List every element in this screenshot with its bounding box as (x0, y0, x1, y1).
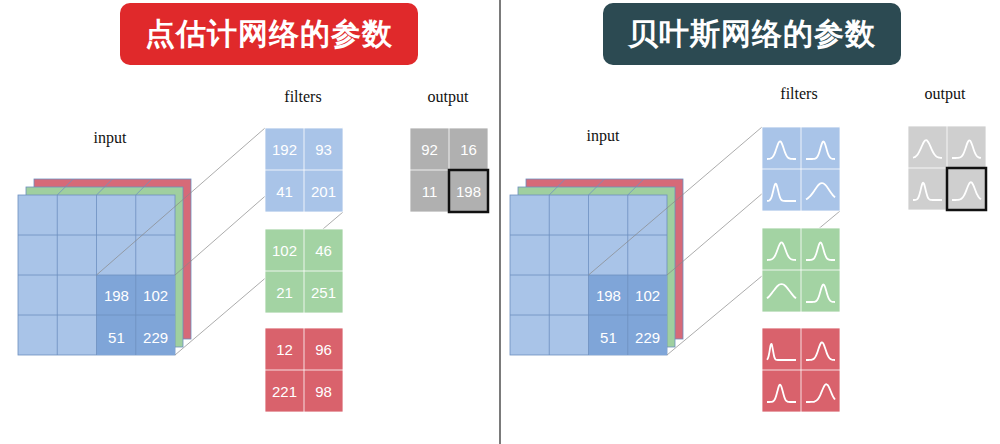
grid-line (762, 370, 840, 371)
leader-line (589, 127, 763, 275)
filter-grid (265, 229, 343, 313)
distribution-curve (767, 284, 796, 298)
title-banner: 贝叶斯网络的参数 (603, 3, 901, 65)
input-value: 51 (108, 330, 125, 345)
filter-grid (762, 228, 840, 312)
distribution-curve (952, 182, 981, 200)
distribution-curve (952, 140, 981, 158)
output-value: 92 (421, 142, 438, 157)
weight-value: 96 (315, 342, 332, 357)
grid-line (265, 370, 343, 371)
leader-line (97, 128, 266, 275)
weight-value: 93 (315, 142, 332, 157)
leader-line (175, 128, 343, 275)
grid-line (97, 179, 113, 195)
grid-line (762, 169, 840, 170)
filter-grid (762, 127, 840, 211)
output-value: 198 (456, 184, 481, 199)
panel-label: input (587, 128, 620, 144)
weight-value: 41 (276, 184, 293, 199)
panel-label: output (925, 86, 966, 102)
filter-grid (265, 328, 343, 412)
distribution-curve (806, 285, 835, 302)
grid-line (589, 179, 605, 195)
banner-title: 点估计网络的参数 (145, 14, 393, 55)
distribution-curve (767, 184, 796, 201)
input-value: 229 (143, 330, 168, 345)
output-value: 11 (422, 184, 438, 199)
divider-line (499, 0, 500, 444)
output-highlight (449, 170, 488, 212)
weight-value: 251 (311, 285, 336, 300)
grid-line (136, 179, 152, 195)
panel-label: filters (780, 86, 817, 102)
distribution-curve (767, 141, 796, 159)
weight-value: 221 (272, 384, 297, 399)
grid-line (57, 179, 73, 195)
output-value: 16 (460, 142, 477, 157)
distribution-curve (806, 384, 835, 402)
grid-line (510, 315, 667, 316)
input-value: 51 (600, 330, 617, 345)
output-grid (410, 128, 488, 212)
grid-line (762, 270, 840, 271)
weight-value: 201 (311, 184, 336, 199)
grid-line (627, 195, 628, 355)
grid-line (628, 179, 644, 195)
distribution-curve (806, 242, 835, 260)
banner-title: 贝叶斯网络的参数 (628, 14, 876, 55)
weight-value: 46 (315, 243, 332, 258)
input-value: 198 (104, 288, 129, 303)
output-grid (908, 126, 986, 210)
distribution-curve (913, 183, 942, 200)
input-value: 102 (143, 288, 168, 303)
panel-label: input (94, 130, 127, 146)
grid-line (265, 170, 343, 171)
output-highlight (947, 168, 986, 210)
distribution-curve (806, 342, 835, 360)
distribution-curve (767, 242, 796, 260)
grid-line (135, 195, 136, 355)
weight-value: 98 (315, 384, 332, 399)
weight-value: 21 (276, 285, 293, 300)
panel-label: filters (284, 89, 321, 105)
panel-label: output (428, 89, 469, 105)
distribution-curve (767, 385, 796, 402)
filter-grid (762, 328, 840, 412)
distribution-curve (767, 344, 796, 360)
weight-value: 102 (272, 243, 297, 258)
grid-line (18, 315, 175, 316)
grid-line (265, 271, 343, 272)
distribution-curve (913, 140, 942, 158)
title-banner: 点估计网络的参数 (120, 3, 418, 65)
input-value: 229 (635, 330, 660, 345)
input-value: 198 (596, 288, 621, 303)
weight-value: 192 (272, 142, 297, 157)
weight-value: 12 (276, 342, 293, 357)
grid-line (549, 179, 565, 195)
distribution-curve (806, 183, 835, 199)
filter-grid (265, 128, 343, 212)
distribution-curve (806, 142, 835, 159)
input-value: 102 (635, 288, 660, 303)
